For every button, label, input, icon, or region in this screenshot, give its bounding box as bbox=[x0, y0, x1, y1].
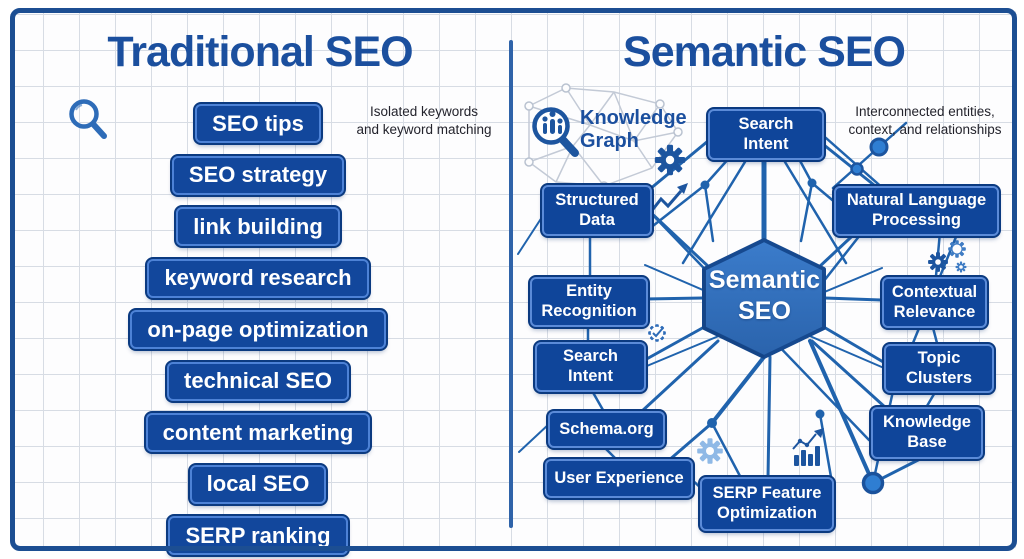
keyword-pill-on-page-optimization: on-page optimization bbox=[130, 310, 386, 349]
keyword-pill-content-marketing: content marketing bbox=[145, 413, 371, 452]
node-user-experience: User Experience bbox=[545, 459, 693, 498]
hub-node bbox=[861, 471, 885, 495]
light-gear-icon bbox=[697, 438, 723, 464]
check-gear-icon bbox=[648, 324, 666, 342]
node-entity-recognition: Entity Recognition bbox=[530, 277, 648, 327]
entity-node-large bbox=[869, 137, 889, 157]
traditional-seo-caption: Isolated keywords and keyword matching bbox=[356, 104, 492, 137]
node-topic-clusters: Topic Clusters bbox=[884, 344, 994, 393]
node-search-intent-left: Search Intent bbox=[535, 342, 646, 392]
keyword-pill-seo-tips: SEO tips bbox=[195, 104, 321, 143]
keyword-pill-link-building: link building bbox=[176, 207, 340, 246]
traditional-seo-title: Traditional SEO bbox=[107, 28, 413, 76]
keyword-pill-local-seo: local SEO bbox=[189, 464, 327, 504]
node-structured-data: Structured Data bbox=[542, 185, 652, 236]
keyword-list: SEO tips SEO strategy link building keyw… bbox=[0, 104, 516, 555]
gears-cluster-icon bbox=[928, 240, 967, 273]
node-knowledge-base: Knowledge Base bbox=[871, 407, 983, 459]
panel-divider bbox=[509, 40, 513, 528]
semantic-seo-caption: Interconnected entities, context, and re… bbox=[848, 104, 1002, 137]
entity-node-small bbox=[850, 162, 864, 176]
node-contextual-relevance: Contextual Relevance bbox=[882, 277, 987, 328]
search-icon bbox=[69, 99, 107, 139]
graph-paper-background bbox=[10, 8, 1017, 551]
keyword-pill-technical-seo: technical SEO bbox=[167, 361, 349, 401]
keyword-pill-serp-ranking: SERP ranking bbox=[168, 516, 348, 555]
node-search-intent-top: Search Intent bbox=[708, 109, 824, 160]
node-serp-feature-optimization: SERP Feature Optimization bbox=[700, 477, 834, 531]
node-natural-language-processing: Natural Language Processing bbox=[834, 186, 999, 236]
keyword-pill-keyword-research: keyword research bbox=[147, 258, 369, 298]
gear-icon bbox=[654, 144, 686, 176]
knowledge-graph-icon bbox=[532, 107, 579, 157]
knowledge-graph-label: Knowledge Graph bbox=[580, 107, 687, 152]
keyword-pill-seo-strategy: SEO strategy bbox=[171, 155, 345, 195]
junction-dots bbox=[700, 178, 825, 428]
trend-arrow-icon bbox=[648, 183, 688, 214]
semantic-seo-hexagon-label: Semantic SEO bbox=[708, 266, 821, 326]
node-schema-org: Schema.org bbox=[548, 411, 665, 448]
bar-chart-icon bbox=[792, 428, 824, 466]
semantic-seo-title: Semantic SEO bbox=[623, 28, 906, 76]
semantic-seo-hexagon bbox=[702, 238, 826, 359]
